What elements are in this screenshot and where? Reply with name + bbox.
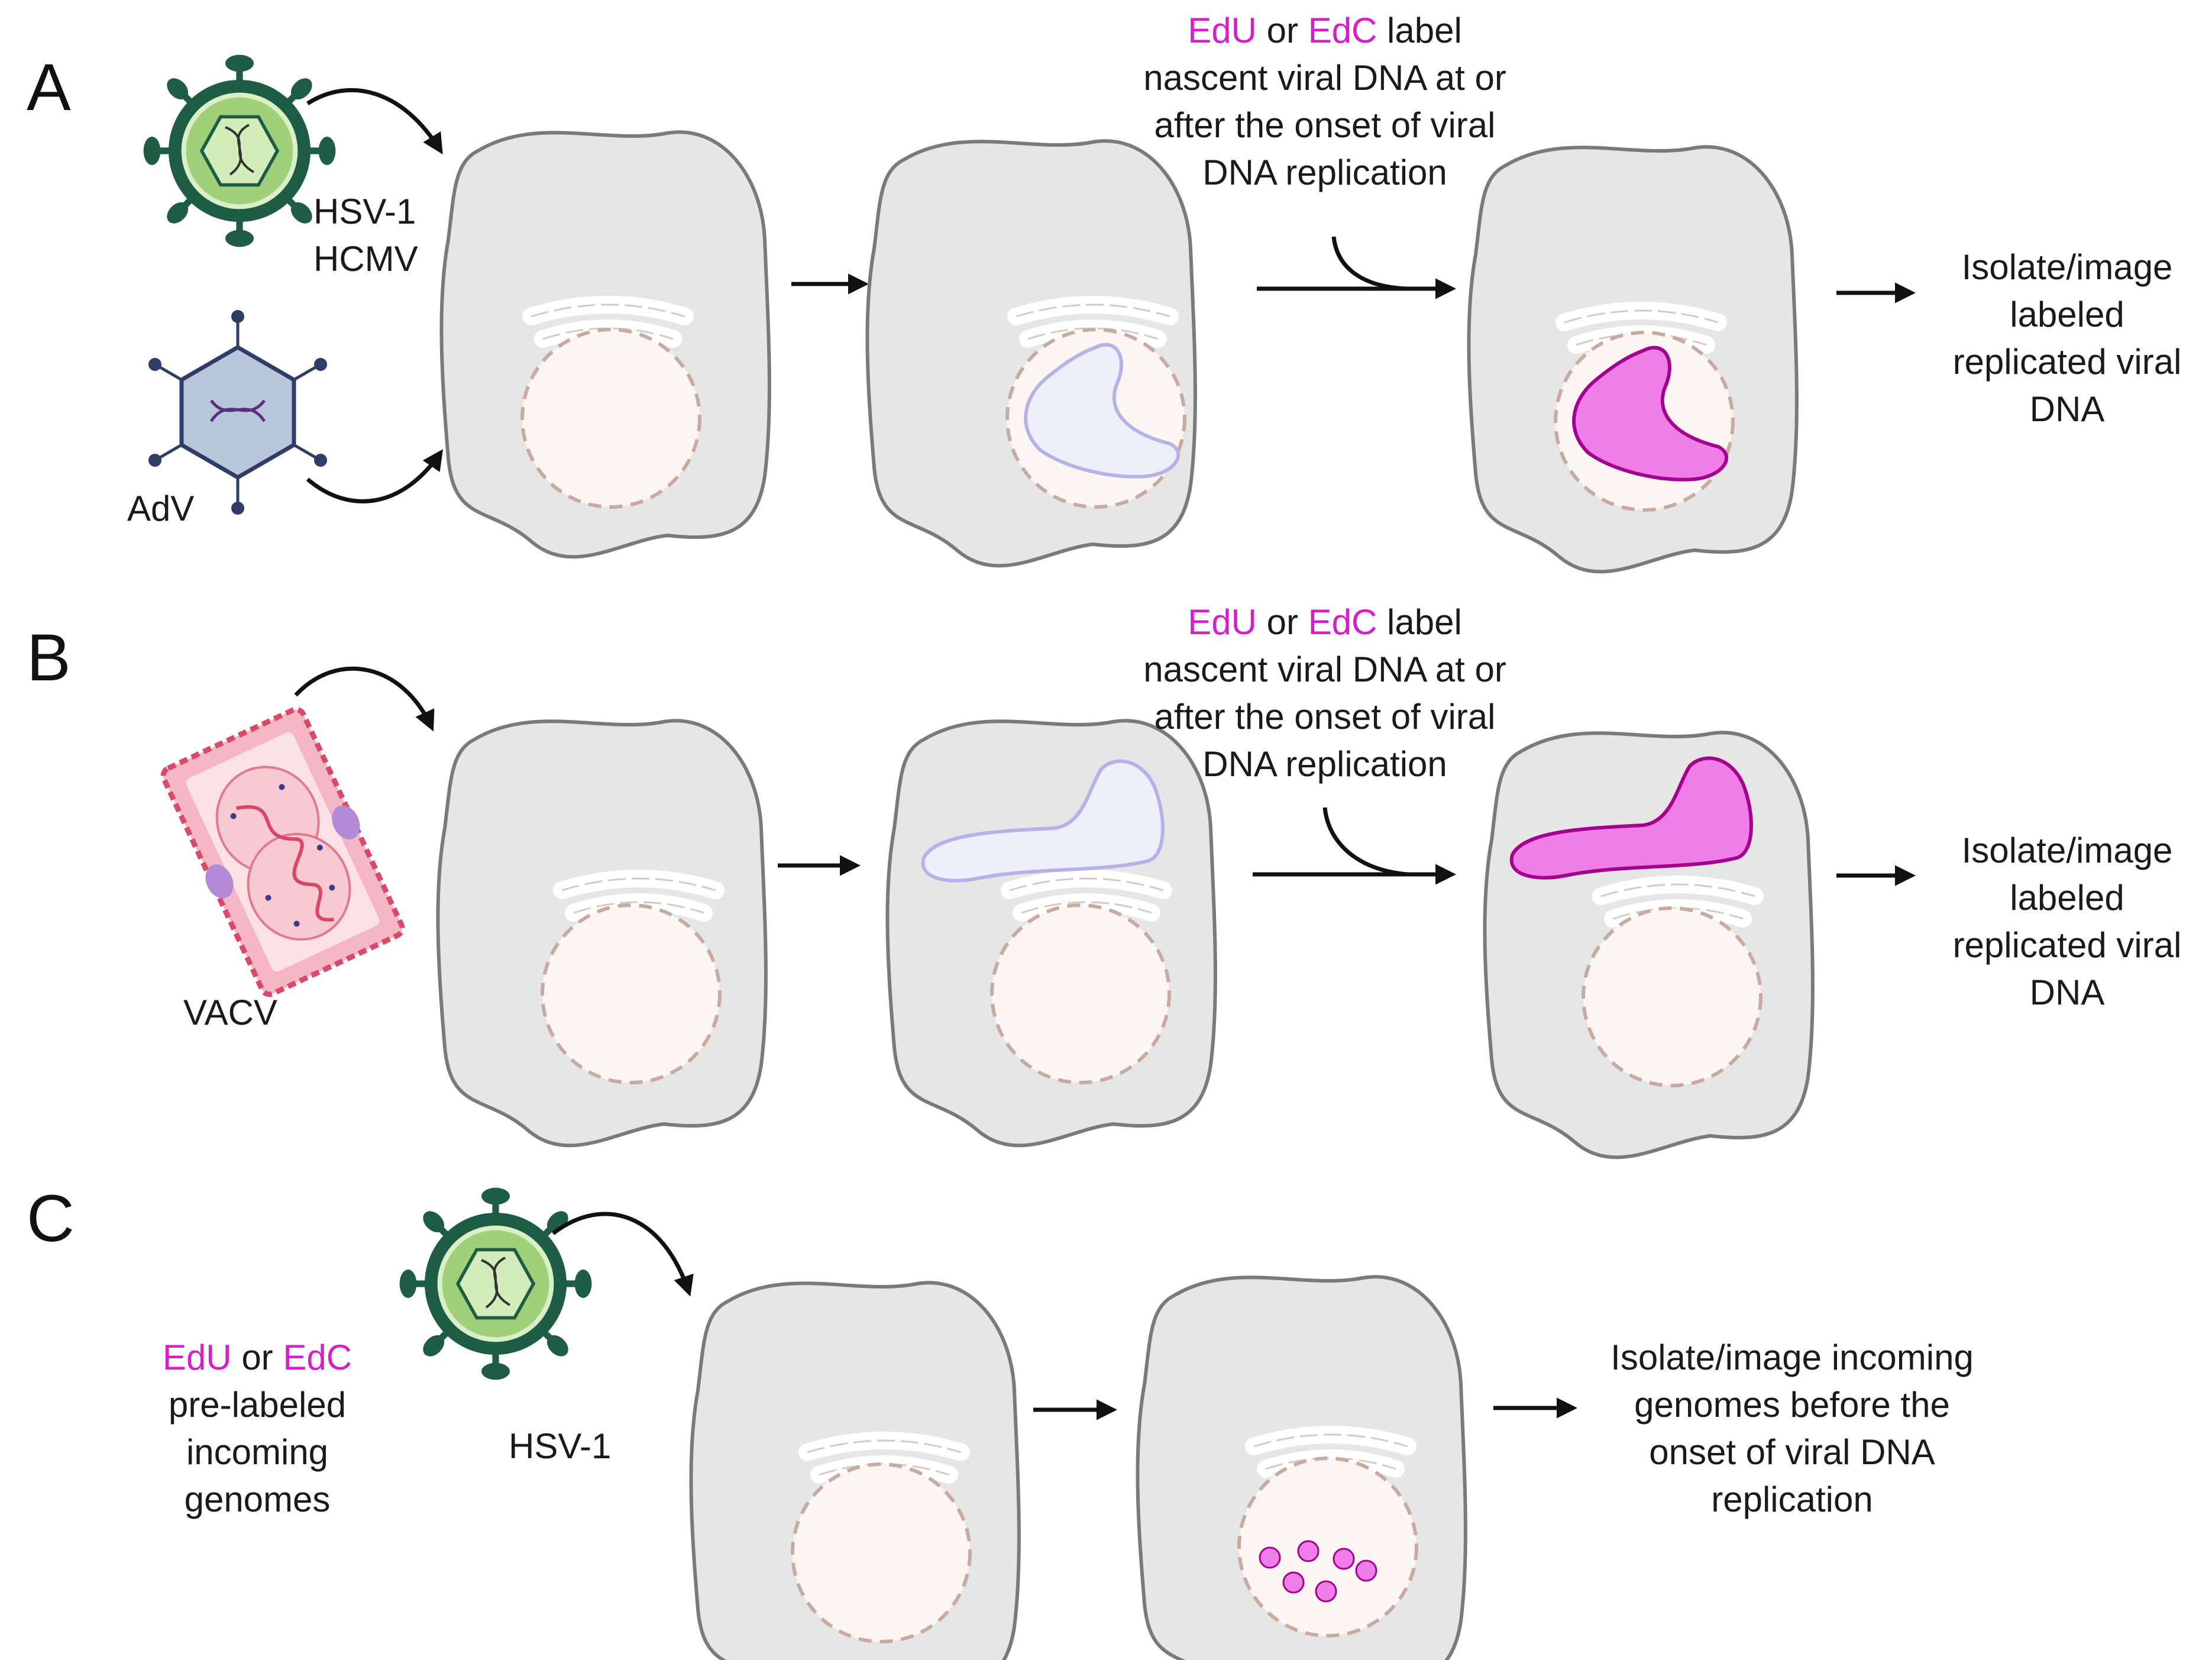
label-vacv: VACV — [183, 993, 277, 1032]
replication-factory-unlabeled — [921, 759, 1165, 883]
edc-label: EdC — [1308, 11, 1377, 50]
vaccinia-virion-icon — [160, 706, 405, 997]
panel-c — [400, 1188, 1577, 1660]
replication-compartment-unlabeled — [1024, 343, 1181, 479]
adenovirus-icon — [148, 310, 327, 515]
panel-letter-a: A — [27, 50, 71, 124]
label-hcmv: HCMV — [313, 239, 418, 279]
panel-b — [160, 666, 1916, 1157]
panel-letter-b: B — [27, 621, 71, 695]
label-hsv1-c: HSV-1 — [509, 1426, 612, 1466]
panel-a — [144, 55, 1916, 572]
end-text-b: Isolate/image labeled replicated viral D… — [1952, 831, 2182, 1012]
end-text-c: Isolate/image incoming genomes before th… — [1611, 1338, 1974, 1519]
cell-b2 — [887, 721, 1215, 1145]
cell-b3 — [1485, 732, 1812, 1157]
replication-factory-labeled — [1509, 756, 1753, 880]
cell-b1 — [438, 721, 765, 1145]
step-text-b: EdU or EdC label nascent viral DNA at or… — [1143, 602, 1506, 784]
cell-a3 — [1469, 147, 1796, 571]
herpes-virion-icon — [144, 55, 336, 247]
replication-compartment-labeled — [1572, 345, 1729, 482]
label-adv: AdV — [127, 489, 195, 528]
edu-label: EdU — [1188, 11, 1257, 50]
cell-c2 — [1137, 1277, 1465, 1660]
cell-a1 — [441, 132, 769, 557]
herpes-virion-icon-c — [400, 1188, 592, 1380]
prelabel-text-c: EdU or EdC pre-labeled incoming genomes — [162, 1338, 353, 1519]
panel-letter-c: C — [27, 1181, 75, 1255]
cell-a2 — [867, 141, 1195, 566]
label-hsv1: HSV-1 — [313, 192, 416, 231]
labeled-incoming-genomes — [1259, 1540, 1377, 1603]
end-text-a: Isolate/image labeled replicated viral D… — [1952, 247, 2182, 429]
step-text-a: EdU or EdC label nascent viral DNA at or… — [1143, 11, 1506, 192]
cell-c1 — [691, 1283, 1018, 1660]
